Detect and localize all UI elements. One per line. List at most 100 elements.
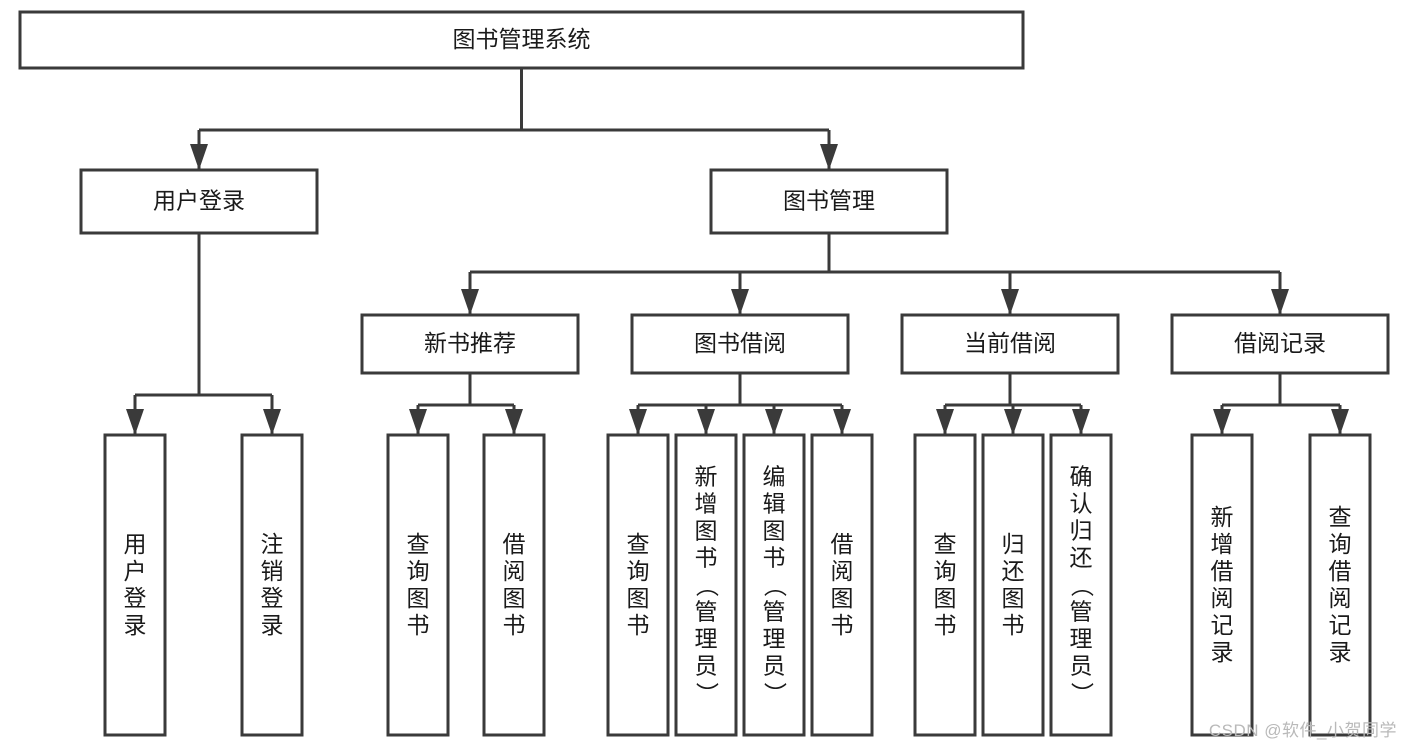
- node-label-char: 登: [124, 585, 147, 611]
- node-借阅记录[interactable]: 借阅记录: [1170, 313, 1390, 375]
- node-box: [240, 433, 304, 737]
- node-用户登录[interactable]: 用户登录: [79, 168, 319, 235]
- node-label-char: 借: [831, 531, 854, 557]
- node-box: [386, 433, 450, 737]
- node-label: 用户登录: [153, 188, 245, 214]
- arrow-head-icon: [697, 409, 715, 435]
- node-box: [606, 433, 670, 737]
- node-label-char: 认: [1070, 491, 1093, 517]
- arrow-head-icon: [731, 289, 749, 315]
- node-label-char: 录: [1329, 639, 1352, 665]
- node-box: [1190, 433, 1254, 737]
- node-label-char: 借: [1329, 558, 1352, 584]
- node-label-char: 注: [261, 531, 284, 557]
- node-label-char: 图: [407, 585, 430, 611]
- arrow-head-icon: [820, 144, 838, 170]
- arrow-head-icon: [409, 409, 427, 435]
- arrow-head-icon: [126, 409, 144, 435]
- node-box: [630, 313, 850, 375]
- node-label-char: 还: [1070, 545, 1093, 571]
- node-label-char: 编: [763, 464, 786, 490]
- node-label-char: 图: [1002, 585, 1025, 611]
- node-label-char: 书: [1002, 612, 1025, 638]
- node-label-char: （: [762, 574, 788, 597]
- arrow-head-icon: [1004, 409, 1022, 435]
- node-box: [482, 433, 546, 737]
- arrow-head-icon: [1271, 289, 1289, 315]
- node-label-char: 归: [1002, 531, 1025, 557]
- arrow-head-icon: [936, 409, 954, 435]
- node-label-char: 书: [763, 545, 786, 571]
- node-box: [981, 433, 1045, 737]
- node-label: 图书借阅: [694, 330, 786, 356]
- node-label-char: 阅: [1329, 585, 1352, 611]
- node-label-char: 员: [1070, 653, 1093, 679]
- node-box: [1170, 313, 1390, 375]
- node-label-char: 书: [934, 612, 957, 638]
- node-box: [674, 433, 738, 737]
- node-box: [810, 433, 874, 737]
- node-label-char: 图: [831, 585, 854, 611]
- node-box: [742, 433, 806, 737]
- node-label-char: 借: [503, 531, 526, 557]
- node-label-char: 还: [1002, 558, 1025, 584]
- node-图书管理系统[interactable]: 图书管理系统: [18, 10, 1025, 70]
- node-label-char: 阅: [1211, 585, 1234, 611]
- node-box: [79, 168, 319, 235]
- arrow-head-icon: [1331, 409, 1349, 435]
- arrow-head-icon: [1001, 289, 1019, 315]
- node-label-char: 询: [407, 558, 430, 584]
- arrow-head-icon: [1213, 409, 1231, 435]
- node-label-char: 书: [503, 612, 526, 638]
- node-box: [103, 433, 167, 737]
- connector-layer: [126, 68, 1349, 435]
- node-label-char: 销: [261, 558, 284, 584]
- node-当前借阅[interactable]: 当前借阅: [900, 313, 1120, 375]
- node-label-char: 员: [763, 653, 786, 679]
- node-label-char: 图: [503, 585, 526, 611]
- node-label-char: 确: [1070, 464, 1093, 490]
- node-label-char: 辑: [763, 491, 786, 517]
- node-label-char: 录: [124, 612, 147, 638]
- node-新书推荐[interactable]: 新书推荐: [360, 313, 580, 375]
- node-label-char: 员: [695, 653, 718, 679]
- node-box: [900, 313, 1120, 375]
- node-box: [18, 10, 1025, 70]
- node-label-char: 查: [1329, 504, 1352, 530]
- node-图书管理[interactable]: 图书管理: [709, 168, 949, 235]
- node-label-char: 询: [1329, 531, 1352, 557]
- node-label: 借阅记录: [1234, 330, 1326, 356]
- node-label-char: 图: [763, 518, 786, 544]
- node-label-char: 录: [261, 612, 284, 638]
- node-label: 图书管理系统: [453, 26, 591, 52]
- node-label-char: 理: [695, 626, 718, 652]
- node-label-char: 户: [124, 558, 147, 584]
- node-图书借阅[interactable]: 图书借阅: [630, 313, 850, 375]
- node-label-char: 管: [1070, 599, 1093, 625]
- node-label-char: 阅: [503, 558, 526, 584]
- node-label-char: 记: [1211, 612, 1234, 638]
- node-label-char: 图: [934, 585, 957, 611]
- node-用户登录[interactable]: 用户登录: [103, 433, 167, 737]
- node-box: [709, 168, 949, 235]
- node-box: [913, 433, 977, 737]
- node-label-char: 借: [1211, 558, 1234, 584]
- node-label-char: ）: [1069, 682, 1095, 705]
- node-label-char: 询: [934, 558, 957, 584]
- node-label: 图书管理: [783, 188, 875, 214]
- node-label-char: 书: [627, 612, 650, 638]
- node-box: [1049, 433, 1113, 737]
